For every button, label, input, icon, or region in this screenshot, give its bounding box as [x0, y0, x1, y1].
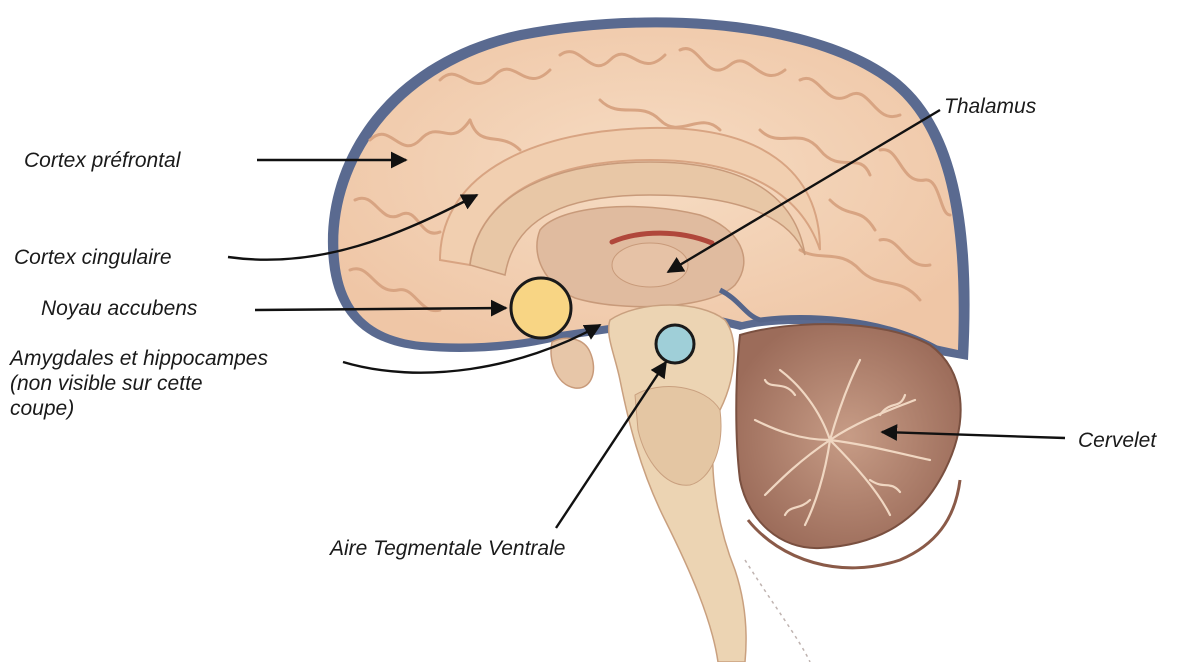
label-thalamus: Thalamus — [944, 94, 1036, 119]
meninges-lower — [745, 560, 810, 662]
label-aire-tegmentale: Aire Tegmentale Ventrale — [330, 536, 565, 561]
label-amygdales-line1: Amygdales et hippocampes — [10, 346, 268, 371]
label-cortex-cingulaire: Cortex cingulaire — [14, 245, 172, 270]
label-noyau-accubens: Noyau accubens — [41, 296, 197, 321]
label-amygdales-line2: (non visible sur cette — [10, 371, 268, 396]
cerebellum — [736, 324, 960, 548]
label-amygdales: Amygdales et hippocampes (non visible su… — [10, 346, 268, 421]
noyau-accubens-marker — [511, 278, 571, 338]
label-cortex-prefrontal: Cortex préfrontal — [24, 148, 180, 173]
label-amygdales-line3: coupe) — [10, 396, 268, 421]
thalamus-mass — [612, 243, 688, 287]
label-cervelet: Cervelet — [1078, 428, 1156, 453]
aire-tegmentale-marker — [656, 325, 694, 363]
